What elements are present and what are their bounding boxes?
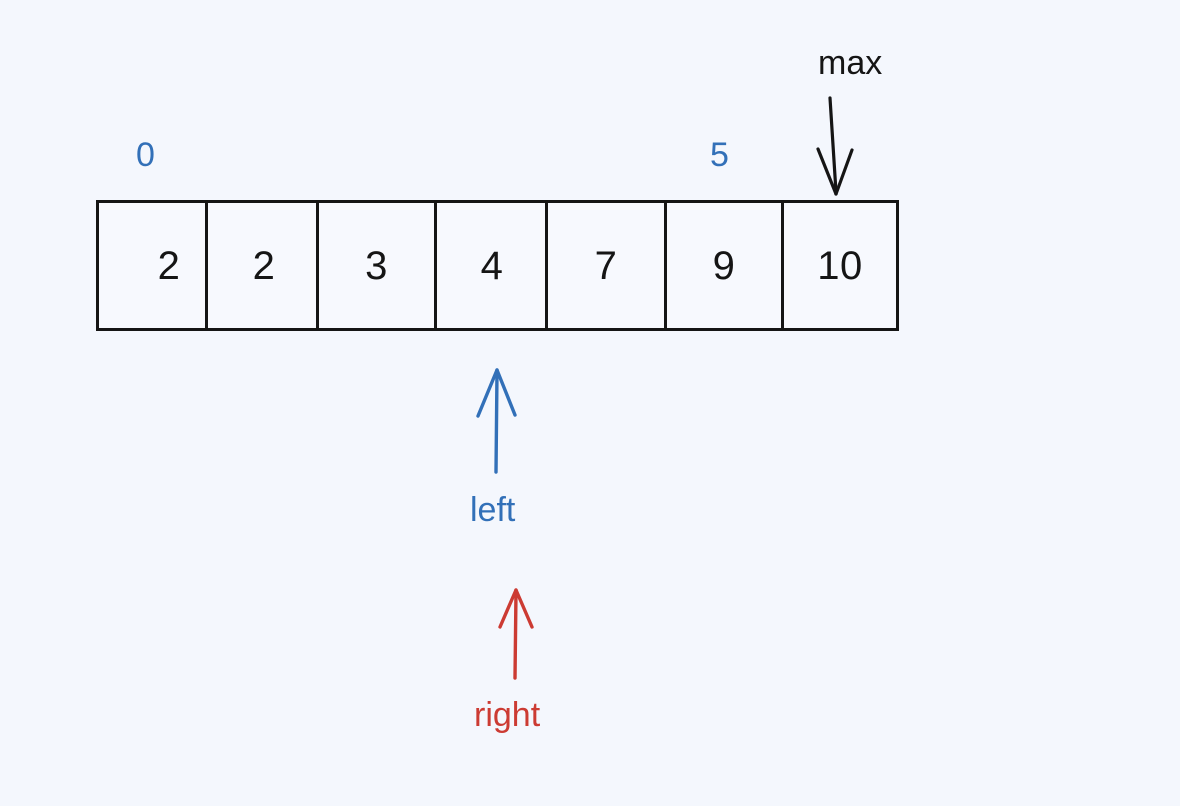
array-cell[interactable]: 4 bbox=[437, 203, 548, 328]
index-label-0: 0 bbox=[136, 136, 155, 174]
array-cell-value: 2 bbox=[157, 243, 181, 288]
array-cell[interactable]: 3 bbox=[319, 203, 437, 328]
array-cell-value: 9 bbox=[712, 243, 736, 288]
index-label-5: 5 bbox=[710, 136, 729, 174]
array-container: 2 2 3 4 7 9 10 bbox=[96, 200, 899, 331]
array-cell-value: 2 bbox=[252, 243, 276, 288]
array-cell[interactable]: 2 bbox=[208, 203, 319, 328]
array-cell[interactable]: 7 bbox=[548, 203, 667, 328]
array-cell-value: 3 bbox=[365, 243, 388, 288]
pointer-label-max: max bbox=[818, 44, 883, 82]
array-cell[interactable]: 10 bbox=[784, 203, 896, 328]
pointer-label-left: left bbox=[470, 491, 516, 529]
pointer-label-right: right bbox=[474, 696, 541, 734]
array-cell[interactable]: 9 bbox=[667, 203, 784, 328]
array-cell[interactable]: 2 bbox=[99, 203, 208, 328]
array-cell-value: 10 bbox=[817, 243, 863, 288]
array-cell-value: 7 bbox=[594, 243, 618, 288]
array-cell-value: 4 bbox=[480, 243, 504, 288]
